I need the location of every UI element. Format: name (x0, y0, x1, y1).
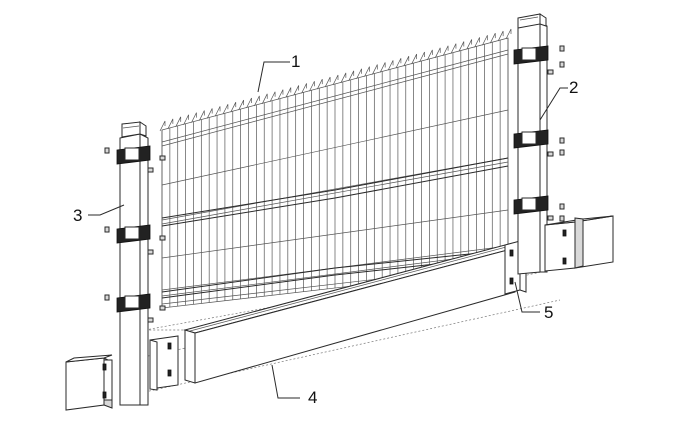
foot-block-left (65, 354, 113, 411)
mesh-top-spikes (159, 28, 512, 132)
mesh-spike (222, 104, 229, 115)
mesh-spike (230, 102, 237, 113)
mesh-spike (442, 45, 449, 56)
mesh-spike (159, 120, 166, 132)
mesh-spike (214, 106, 221, 117)
callout-leaders (88, 61, 568, 399)
mesh-spike (419, 51, 425, 63)
callout-labels: 1 2 3 4 5 (73, 52, 578, 407)
mesh-spike (372, 64, 378, 75)
mesh-spike (261, 93, 268, 104)
clamp-right-3 (513, 195, 549, 215)
bolts-right-post (547, 45, 565, 222)
mesh-spike (340, 72, 347, 84)
mesh-spike (348, 70, 355, 81)
mesh-spike (427, 49, 433, 61)
mesh-spike (191, 112, 197, 123)
mesh-spike (246, 97, 252, 109)
callout-4: 4 (308, 388, 317, 407)
mesh-spike (254, 95, 260, 107)
mesh-spike (277, 89, 284, 100)
base-bracket-left (149, 335, 179, 391)
mesh-spike (309, 81, 315, 92)
mesh-spike (466, 39, 473, 50)
mesh-spike (167, 118, 174, 130)
mesh-spike (269, 91, 276, 102)
mesh-spike (238, 99, 244, 111)
mesh-spike (183, 114, 189, 125)
callout-5: 5 (544, 303, 553, 322)
clamp-left-3 (116, 293, 151, 313)
callout-3: 3 (73, 206, 82, 225)
mesh-spike (316, 79, 323, 90)
concrete-base-plate (183, 244, 517, 384)
mesh-spike (356, 68, 362, 79)
mesh-spike (505, 28, 512, 40)
callout-2: 2 (569, 78, 578, 97)
post-right (513, 13, 565, 275)
mesh-panel (159, 28, 512, 309)
mesh-spike (395, 58, 402, 69)
clamp-left-2 (116, 224, 151, 244)
post-left (104, 121, 166, 406)
mesh-spike (206, 108, 213, 119)
mesh-vertical-wires (161, 38, 509, 308)
mesh-spike (379, 62, 386, 73)
mesh-spike (332, 74, 339, 86)
mesh-spike (450, 43, 457, 54)
bolts-left-post (104, 147, 166, 323)
mesh-spike (175, 116, 182, 127)
clamp-right-2 (513, 129, 549, 149)
mesh-spike (434, 47, 441, 58)
clamp-right-1 (513, 45, 549, 65)
clamp-left-1 (116, 145, 151, 165)
mesh-spike (489, 33, 496, 44)
mesh-spike (474, 37, 480, 48)
mesh-spike (497, 30, 504, 42)
mesh-spike (199, 110, 205, 121)
mesh-spike (364, 66, 370, 77)
mesh-spike (293, 85, 300, 96)
mesh-spike (324, 76, 331, 88)
mesh-spike (458, 41, 465, 52)
foot-block-right (544, 215, 614, 272)
mesh-spike (482, 35, 488, 46)
callout-1: 1 (291, 52, 300, 71)
mesh-spike (301, 83, 307, 94)
mesh-spike (403, 56, 410, 67)
mesh-spike (387, 60, 394, 71)
mesh-spike (411, 53, 417, 65)
mesh-spike (285, 87, 292, 98)
